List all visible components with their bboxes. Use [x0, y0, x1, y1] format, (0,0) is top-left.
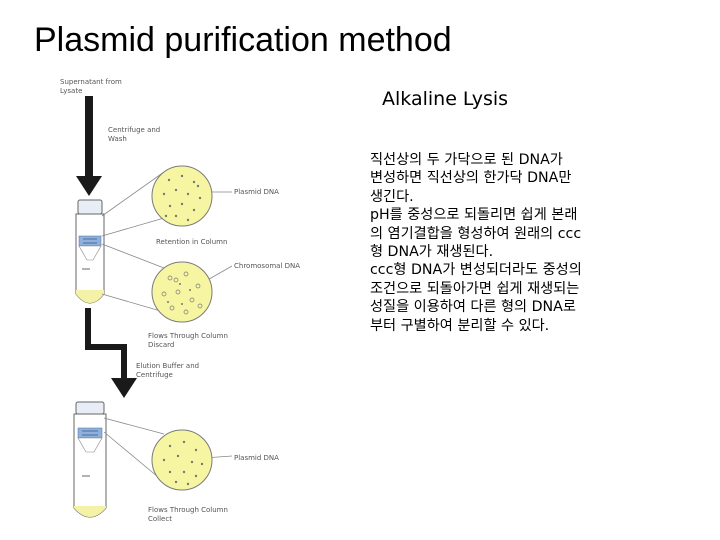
- slide-title: Plasmid purification method: [34, 21, 452, 59]
- body-line: 부터 구별하여 분리할 수 있다.: [370, 317, 550, 334]
- body-line: 생긴다.: [370, 188, 414, 205]
- body-line: 성질을 이용하여 다른 형의 DNA로: [370, 299, 576, 316]
- turn-arrow-icon: [85, 308, 137, 398]
- body-line: 형 DNA가 재생된다.: [370, 244, 494, 261]
- label-supernatant: Supernatant from Lysate: [60, 78, 122, 95]
- down-arrow-icon: [76, 96, 102, 196]
- body-line: 변성하면 직선상의 한가닥 DNA만: [370, 170, 572, 187]
- pointer-lines: [101, 171, 233, 483]
- label-retention: Retention in Column: [156, 238, 228, 246]
- label-flows-through-collect: Flows Through Column Collect: [148, 506, 228, 523]
- body-line: 조건으로 되돌아가면 쉽게 재생되는: [370, 280, 580, 297]
- collection-tube: [73, 401, 107, 518]
- purification-diagram: Supernatant from Lysate Centrifuge and W…: [52, 76, 352, 534]
- body-text: 직선상의 두 가닥으로 된 DNA가 변성하면 직선상의 한가닥 DNA만 생긴…: [370, 151, 670, 335]
- chromosomal-dna-circle: [151, 261, 213, 323]
- label-elution: Elution Buffer and Centrifuge: [136, 362, 200, 379]
- body-line: pH를 중성으로 되돌리면 쉽게 본래: [370, 207, 578, 224]
- plasmid-dna-circle: [151, 165, 213, 227]
- plasmid-dna-circle-eluted: [151, 429, 213, 491]
- spin-column-tube: [75, 199, 105, 304]
- body-line: 직선상의 두 가닥으로 된 DNA가: [370, 152, 563, 168]
- label-plasmid-dna-eluted: Plasmid DNA: [234, 454, 279, 462]
- label-flows-through-discard: Flows Through Column Discard: [148, 332, 228, 349]
- slide-subtitle: Alkaline Lysis: [382, 88, 509, 110]
- diagram-graphic: [73, 96, 233, 518]
- label-chromosomal-dna: Chromosomal DNA: [234, 262, 301, 270]
- body-line: ccc형 DNA가 변성되더라도 중성의: [370, 262, 582, 279]
- label-plasmid-dna: Plasmid DNA: [234, 188, 279, 196]
- body-line: 의 염기결합을 형성하여 원래의 ccc: [370, 225, 582, 242]
- label-centrifuge-wash: Centrifuge and Wash: [108, 126, 161, 143]
